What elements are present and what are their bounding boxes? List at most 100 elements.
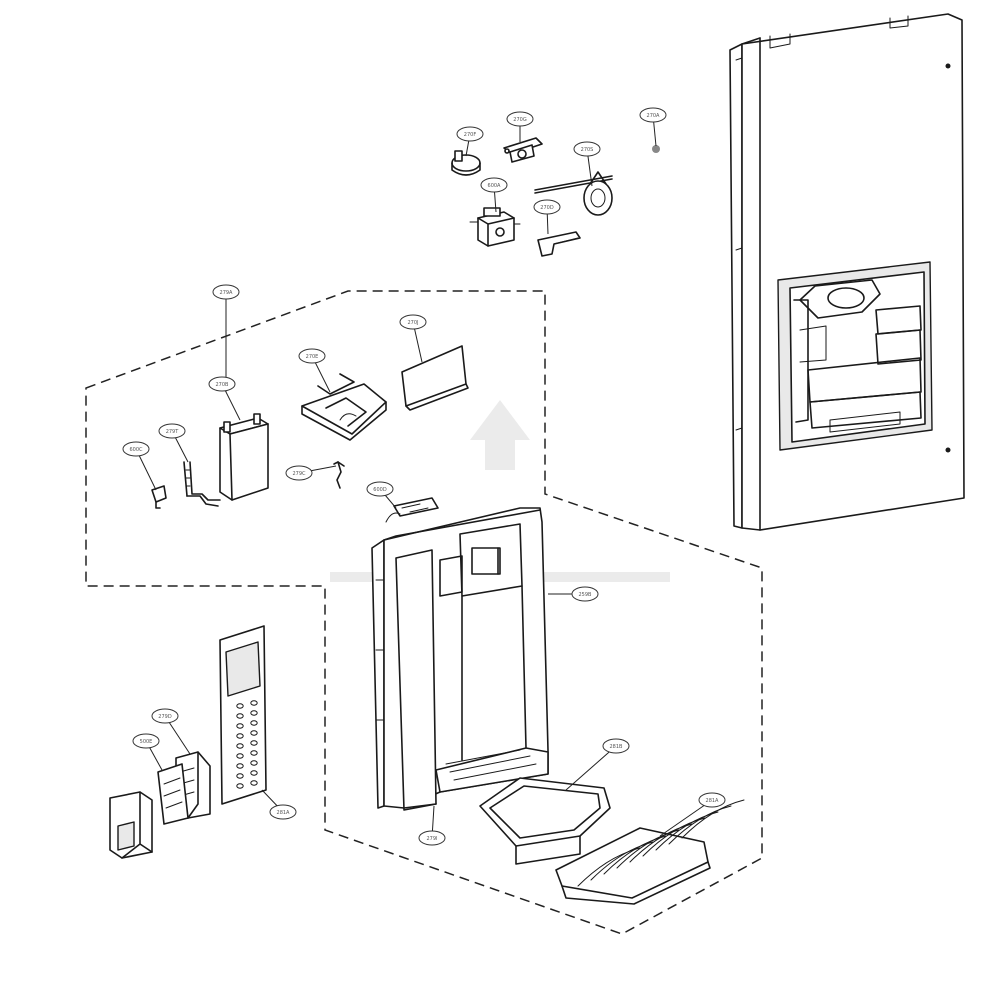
part-label-19: 281B [602, 738, 630, 754]
callout-text: 279D [158, 714, 172, 720]
callout-bubble [212, 284, 240, 300]
callout-text: 270F [464, 132, 477, 138]
part-600A [469, 207, 521, 247]
callout-bubble [298, 348, 326, 364]
callout-bubble [571, 586, 599, 602]
callout-bubble [533, 199, 561, 215]
callout-bubble [122, 441, 150, 457]
part-270B [219, 413, 269, 501]
part-label-8: 270J [399, 314, 427, 330]
callout-text: 270J [407, 320, 418, 326]
keypad-button [236, 713, 244, 719]
part-label-14: 600D [366, 481, 394, 497]
keypad-button [236, 743, 244, 749]
part-270F [451, 150, 481, 176]
part-600C [151, 485, 167, 509]
part-label-20: 281A [698, 792, 726, 808]
keypad-button [236, 783, 244, 789]
callout-text: 500E [140, 739, 153, 745]
keypad-button [236, 763, 244, 769]
grille-slat [681, 799, 745, 839]
part-label-9: 270E [298, 348, 326, 364]
keypad-button [236, 703, 244, 709]
callout-text: 270G [513, 117, 527, 123]
keypad-button [236, 723, 244, 729]
part-281A-grille [555, 799, 745, 905]
keypad-button [250, 710, 258, 716]
part-label-6: 270D [533, 199, 561, 215]
callout-text: 270E [306, 354, 319, 360]
callout-bubble [639, 107, 667, 123]
callout-bubble [151, 708, 179, 724]
part-label-21: 279I [418, 830, 446, 846]
callout-bubble [285, 465, 313, 481]
part-label-4: 270S [573, 141, 601, 157]
keypad-button [236, 773, 244, 779]
callout-bubble [506, 111, 534, 127]
callout-text: 600A [488, 183, 502, 189]
part-label-15: 259B [571, 586, 599, 602]
keypad-button [250, 730, 258, 736]
callout-bubble [269, 804, 297, 820]
part-600D [385, 497, 439, 523]
callout-bubble [366, 481, 394, 497]
part-270A [652, 145, 660, 153]
part-label-13: 279C [285, 465, 313, 481]
part-label-18: 281A [269, 804, 297, 820]
callout-bubble [132, 733, 160, 749]
callout-bubble [418, 830, 446, 846]
keypad-button [250, 780, 258, 786]
part-259B [371, 507, 549, 811]
callout-text: 270D [540, 205, 554, 211]
callout-labels: 270F 270G 270A 270S 600A 270D 279A 270J 270E 270B… [122, 107, 726, 846]
part-270D [537, 231, 581, 257]
part-281A-panel [219, 625, 267, 805]
keypad-button [236, 753, 244, 759]
part-270E [301, 373, 387, 441]
callout-bubble [399, 314, 427, 330]
callout-bubble [158, 423, 186, 439]
keypad-button [250, 760, 258, 766]
keypad-button [250, 770, 258, 776]
keypad-button [250, 700, 258, 706]
part-label-3: 270A [639, 107, 667, 123]
callout-text: 279I [426, 836, 437, 842]
part-500E [157, 763, 189, 825]
callout-text: 270B [216, 382, 230, 388]
keypad-button [250, 750, 258, 756]
door-panel [729, 13, 965, 531]
callout-text: 279A [220, 290, 234, 296]
part-label-1: 270F [456, 126, 484, 142]
callout-text: 600D [373, 487, 387, 493]
callout-text: 600C [129, 447, 143, 453]
grille-slat [668, 805, 732, 845]
part-281B [479, 777, 611, 865]
callout-bubble [480, 177, 508, 193]
part-label-16: 279D [151, 708, 179, 724]
keypad-button [250, 720, 258, 726]
part-279C [333, 461, 345, 489]
part-label-12: 600C [122, 441, 150, 457]
callout-text: 281A [706, 798, 720, 804]
callout-text: 279C [292, 471, 306, 477]
part-label-7: 279A [212, 284, 240, 300]
callout-bubble [208, 376, 236, 392]
part-label-5: 600A [480, 177, 508, 193]
callout-text: 270S [581, 147, 594, 153]
callout-text: 270A [647, 113, 661, 119]
part-279I [403, 803, 437, 809]
keypad-button [236, 733, 244, 739]
keypad-button [250, 740, 258, 746]
callout-bubble [698, 792, 726, 808]
callout-bubble [456, 126, 484, 142]
part-279T [183, 461, 221, 507]
part-label-11: 279T [158, 423, 186, 439]
leader-line [565, 745, 617, 791]
callout-text: 281B [610, 744, 624, 750]
part-270S [534, 171, 613, 216]
callout-text: 279T [166, 429, 180, 435]
part-270J [401, 345, 469, 411]
callout-text: 281A [277, 810, 291, 816]
part-270G [503, 137, 543, 163]
